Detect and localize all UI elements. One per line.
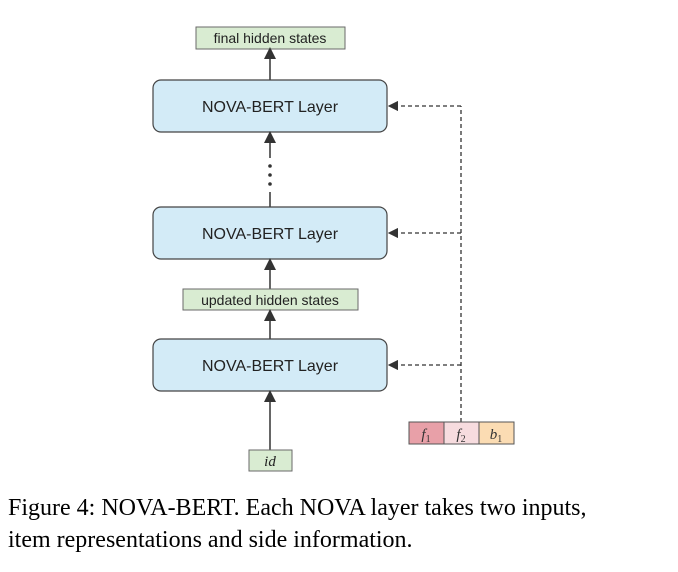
nova-bert-layer-3-label: NOVA-BERT Layer	[202, 99, 339, 116]
ellipsis-dot-3	[268, 182, 272, 186]
id-label: id	[264, 454, 276, 470]
ellipsis-dot-2	[268, 173, 272, 177]
nova-bert-layer-1-label: NOVA-BERT Layer	[202, 358, 339, 375]
side-input-f2-label: f2	[456, 427, 465, 445]
figure-caption: Figure 4: NOVA-BERT. Each NOVA layer tak…	[8, 492, 672, 556]
side-input-b1-label: b1	[490, 427, 503, 445]
updated-hidden-states-label: updated hidden states	[201, 292, 339, 308]
side-input-b1-box	[478, 421, 515, 445]
caption-line-2: item representations and side informatio…	[8, 527, 413, 553]
id-box	[248, 449, 293, 472]
side-input-f1-label: f1	[421, 427, 430, 445]
caption-line-1: Figure 4: NOVA-BERT. Each NOVA layer tak…	[8, 495, 587, 521]
final-hidden-states-label: final hidden states	[214, 30, 327, 46]
ellipsis-dot-1	[268, 164, 272, 168]
nova-bert-layer-2-label: NOVA-BERT Layer	[202, 226, 339, 243]
nova-bert-diagram: final hidden states NOVA-BERT Layer NOVA…	[152, 26, 515, 472]
